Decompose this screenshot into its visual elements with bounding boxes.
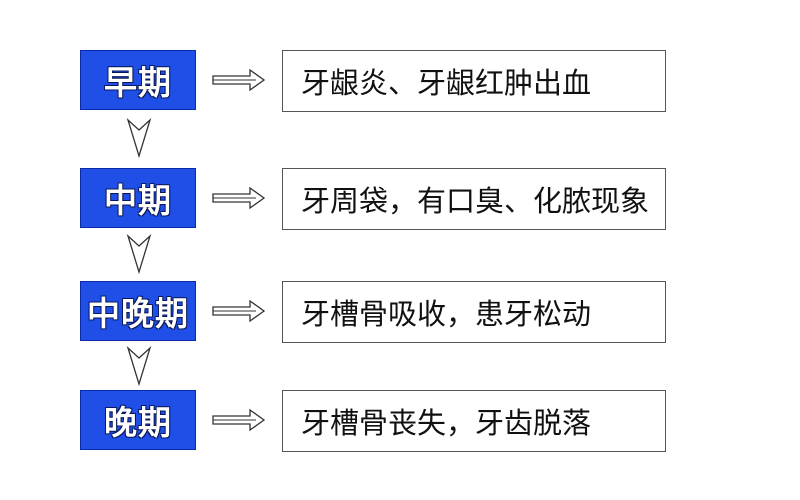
stage-description-mid-late: 牙槽骨吸收，患牙松动 <box>282 281 666 343</box>
stage-label-middle: 中期 <box>80 168 196 228</box>
down-arrow-icon <box>126 346 152 386</box>
stage-label-early: 早期 <box>80 50 196 110</box>
right-arrow-icon <box>212 186 266 210</box>
stage-description-early: 牙龈炎、牙龈红肿出血 <box>282 50 666 112</box>
stage-description-middle: 牙周袋，有口臭、化脓现象 <box>282 168 666 230</box>
stage-row-mid-late: 中晚期 牙槽骨吸收，患牙松动 <box>0 281 800 343</box>
right-arrow-icon <box>212 68 266 92</box>
right-arrow-icon <box>212 299 266 323</box>
stage-label-late: 晚期 <box>80 390 196 450</box>
stage-description-late: 牙槽骨丧失，牙齿脱落 <box>282 390 666 452</box>
down-arrow-icon <box>126 234 152 274</box>
stage-row-middle: 中期 牙周袋，有口臭、化脓现象 <box>0 168 800 230</box>
stage-row-early: 早期 牙龈炎、牙龈红肿出血 <box>0 50 800 112</box>
stage-label-mid-late: 中晚期 <box>80 281 196 341</box>
right-arrow-icon <box>212 408 266 432</box>
stage-row-late: 晚期 牙槽骨丧失，牙齿脱落 <box>0 390 800 452</box>
down-arrow-icon <box>126 118 152 158</box>
